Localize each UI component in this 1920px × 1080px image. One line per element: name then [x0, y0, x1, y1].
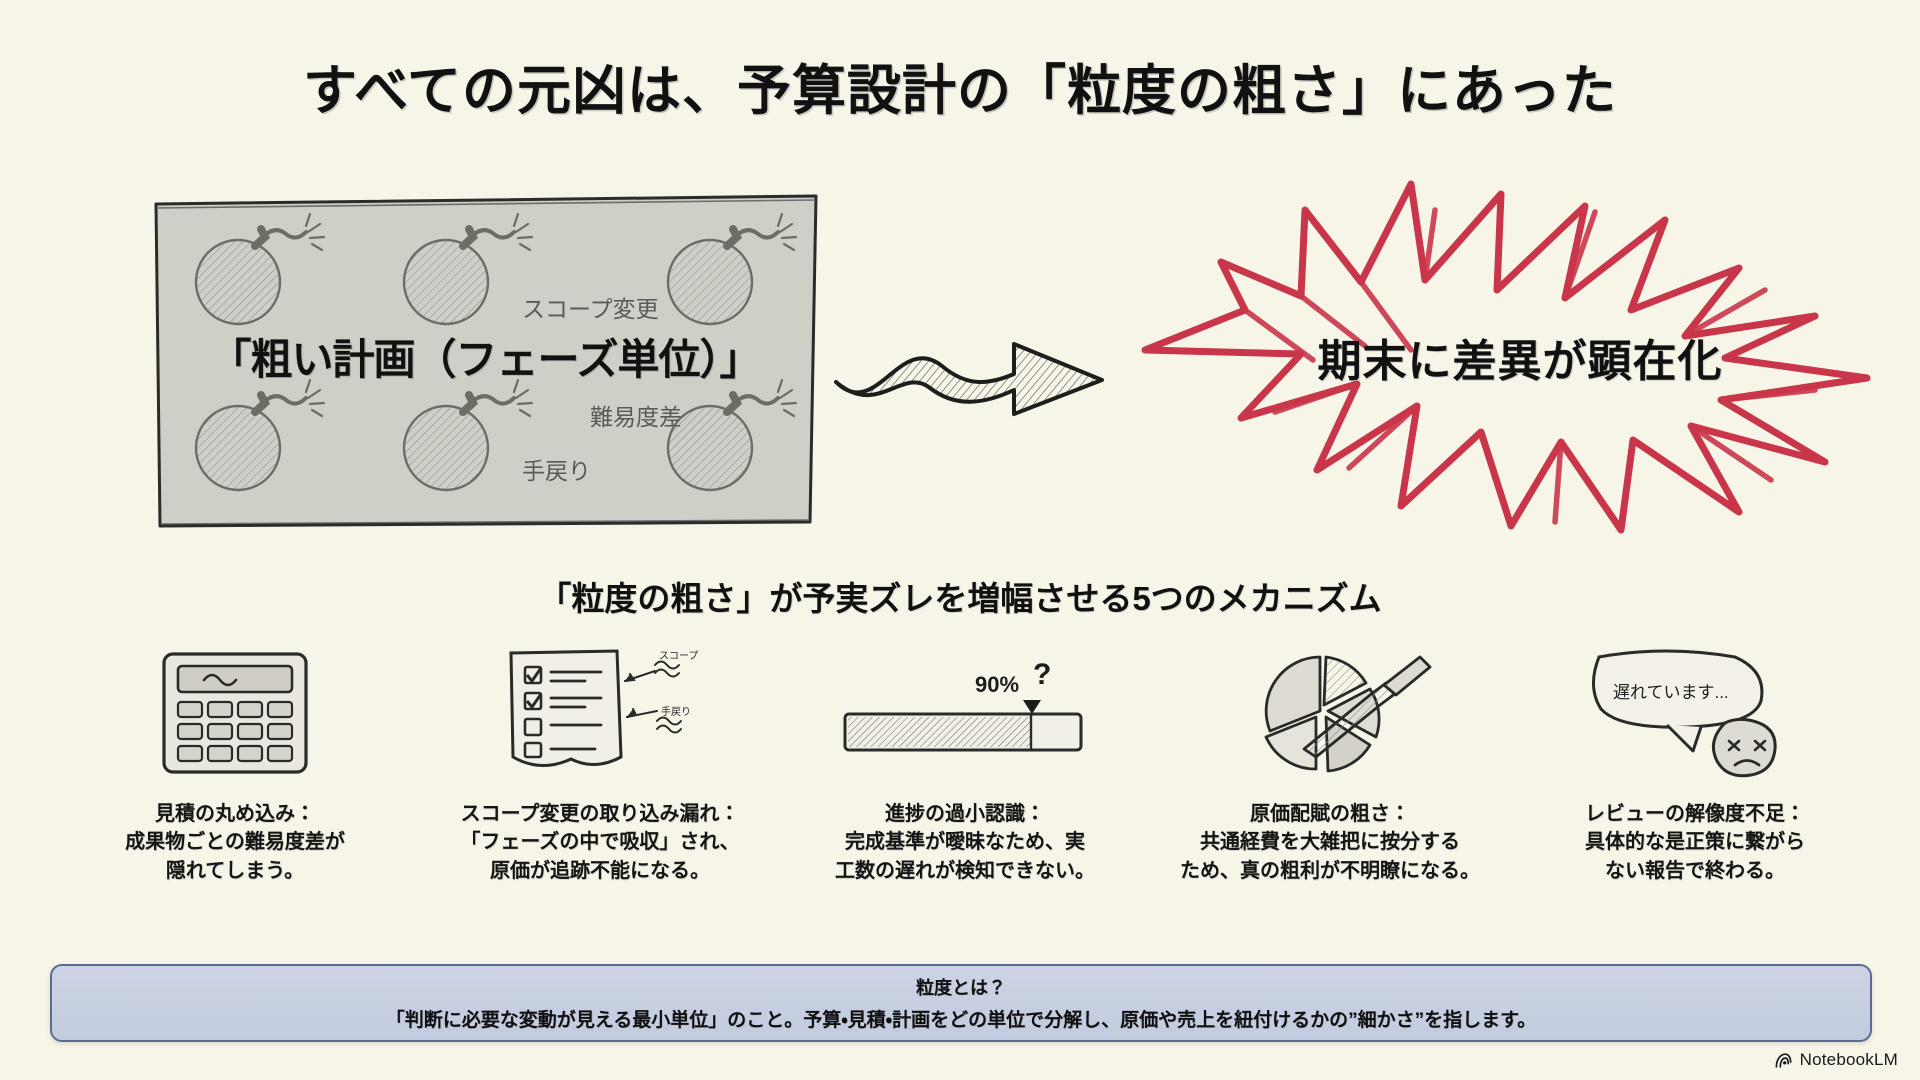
watermark-label: NotebookLM: [1799, 1050, 1898, 1069]
cause-box-sketch: [154, 194, 818, 528]
bomb-icon: [402, 378, 534, 492]
watermark: NotebookLM: [1774, 1050, 1898, 1070]
annotation-scope: スコープ: [659, 650, 698, 662]
cause-box: スコープ変更 難易度差 手戻り 「粗い計画（フェーズ単位）」: [150, 190, 820, 530]
mechanism-caption: スコープ変更の取り込み漏れ： 「フェーズの中で吸収」され、 原価が追跡不能になる…: [460, 803, 740, 882]
pie-chart-knife-icon: [1264, 655, 1432, 773]
mechanism-art: スコープ 手戻り: [485, 645, 715, 780]
mechanism-list: 見積の丸め込み： 成果物ごとの難易度差が 隠れてしまう。: [70, 645, 1860, 945]
red-starburst: [1141, 180, 1871, 534]
mechanism-caption: 原価配賦の粗さ： 共通経費を大雑把に按分する ため、真の粗利が不明瞭になる。: [1180, 803, 1480, 882]
question-mark-label: ?: [1033, 658, 1051, 691]
mechanism-art: [140, 645, 330, 780]
mechanism-caption: 進捗の過小認識： 完成基準が曖昧なため、実 工数の遅れが検知できない。: [835, 803, 1095, 882]
speech-bubble-text: 遅れています...: [1613, 683, 1729, 702]
mechanism-item: 原価配賦の粗さ： 共通経費を大雑把に按分する ため、真の粗利が不明瞭になる。: [1165, 645, 1495, 885]
page-title: すべての元凶は、予算設計の「粒度の粗さ」にあった: [302, 61, 1618, 121]
annotation-rework: 手戻り: [661, 705, 691, 718]
bomb-icon: [194, 212, 326, 326]
mechanism-item: 見積の丸め込み： 成果物ごとの難易度差が 隠れてしまう。: [70, 645, 400, 885]
mechanism-art: 遅れています...: [1575, 645, 1815, 780]
speech-bubble-worried-face-icon: 遅れています...: [1592, 649, 1777, 778]
mechanism-art: 90% ?: [835, 645, 1095, 780]
mechanism-item: スコープ 手戻り スコープ変更の取り込み漏れ： 「フェーズの中で吸収」され、 原…: [435, 645, 765, 885]
checklist-document-icon: スコープ 手戻り: [509, 649, 698, 767]
section-heading: 「粒度の粗さ」が予実ズレを増幅させる5つのメカニズム: [538, 580, 1382, 617]
progress-bar-icon: 90% ?: [843, 658, 1083, 751]
mechanism-item: 遅れています... レビューの解像度不足： 具体的な是正策に繋がら ない報告で終…: [1530, 645, 1860, 885]
mechanism-caption: 見積の丸め込み： 成果物ごとの難易度差が 隠れてしまう。: [125, 803, 345, 882]
bomb-icon: [194, 378, 326, 492]
calculator-icon: [162, 651, 308, 774]
definition-title: 粒度とは？: [916, 978, 1006, 998]
mechanism-item: 90% ? 進捗の過小認識： 完成基準が曖昧なため、実 工数の遅れが検知できない…: [800, 645, 1130, 885]
bomb-icon: [402, 212, 534, 326]
bomb-icon: [666, 378, 798, 492]
effect-label: 期末に差異が顕在化: [1317, 337, 1723, 386]
notebooklm-logo-icon: [1775, 1052, 1792, 1068]
mechanism-caption: レビューの解像度不足： 具体的な是正策に繋がら ない報告で終わる。: [1585, 803, 1805, 882]
bomb-label-difficulty-gap: 難易度差: [590, 404, 682, 430]
progress-value-label: 90%: [975, 672, 1019, 697]
bomb-label-scope-change: スコープ変更: [522, 296, 659, 322]
definition-body: 「判断に必要な変動が見える最小単位」のこと。予算・見積・計画をどの単位で分解し、…: [385, 1010, 1537, 1031]
cause-box-label: 「粗い計画（フェーズ単位）」: [209, 336, 762, 383]
mechanism-art: [1220, 645, 1440, 780]
wavy-arrow-right-icon: [834, 342, 1104, 416]
bomb-label-rework: 手戻り: [522, 458, 591, 484]
definition-callout: 粒度とは？ 「判断に必要な変動が見える最小単位」のこと。予算・見積・計画をどの単…: [50, 964, 1872, 1042]
bomb-icon: [666, 212, 798, 326]
